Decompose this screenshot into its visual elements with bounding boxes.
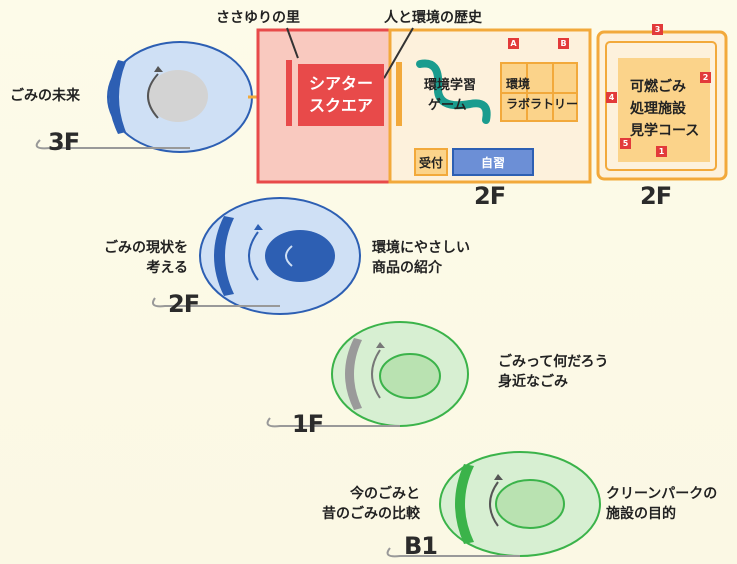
level2-right-text: 環境にやさしい 商品の紹介 xyxy=(372,238,470,278)
floor3-label: 3F xyxy=(48,128,80,156)
reception-room[interactable]: 受付 xyxy=(414,148,448,176)
environment-lab-room[interactable]: 環境 ラボラトリー xyxy=(500,62,578,122)
level2-right-line2: 商品の紹介 xyxy=(372,260,442,276)
floor1-inner-ellipse xyxy=(379,353,441,399)
level2-left-text: ごみの現状を 考える xyxy=(104,238,188,278)
levelb1-right-line2: 施設の目的 xyxy=(606,506,676,522)
theater-line1: シアター xyxy=(308,74,373,93)
theater-line2: スクエア xyxy=(308,96,373,115)
label-hito-kankyo: 人と環境の歴史 xyxy=(384,10,482,26)
level1-floor-label: 1F xyxy=(292,410,324,438)
game-wave xyxy=(416,59,491,124)
floor3-blue-arc xyxy=(109,60,126,134)
level2-right-line1: 環境にやさしい xyxy=(372,240,470,256)
levelb1-left-line1: 今のごみと xyxy=(350,486,420,502)
game-area-label: 環境学習 ゲーム xyxy=(424,76,476,116)
level1-line1: ごみって何だろう xyxy=(498,354,609,370)
marker-a: A xyxy=(508,38,519,49)
theater-square-room[interactable]: シアター スクエア xyxy=(298,64,384,126)
game-line2: ゲーム xyxy=(428,98,467,113)
floor2b-label: 2F xyxy=(640,182,672,210)
tour-course-area[interactable]: 可燃ごみ 処理施設 見学コース xyxy=(618,58,710,162)
marker-5: 5 xyxy=(620,138,631,149)
marker-b: B xyxy=(558,38,569,49)
level2-left-line1: ごみの現状を xyxy=(104,240,188,256)
label-gomi-mirai: ごみの未来 xyxy=(10,88,80,104)
game-line1: 環境学習 xyxy=(424,78,477,93)
center-room[interactable]: 自習 xyxy=(452,148,534,176)
tour-line3: 見学コース xyxy=(630,123,700,139)
level1-text: ごみって何だろう 身近なごみ xyxy=(498,352,608,392)
levelb1-left-text: 今のごみと 昔のごみの比較 xyxy=(322,484,420,524)
floor3-inner-ellipse xyxy=(148,70,208,122)
level2-floor-label: 2F xyxy=(168,290,200,318)
levelb1-floor-label: B1 xyxy=(404,532,438,560)
floorb1-inner-ellipse xyxy=(495,479,565,529)
levelb1-right-text: クリーンパークの 施設の目的 xyxy=(606,484,717,524)
marker-1: 1 xyxy=(656,146,667,157)
floor2a-label: 2F xyxy=(474,182,506,210)
marker-4: 4 xyxy=(606,92,617,103)
floor3-arrow xyxy=(147,73,159,119)
floor2-inner-ellipse xyxy=(265,230,335,282)
level1-line2: 身近なごみ xyxy=(498,374,568,390)
lab-line2: ラボラトリー xyxy=(506,97,579,111)
tour-line1: 可燃ごみ xyxy=(630,79,686,95)
levelb1-left-line2: 昔のごみの比較 xyxy=(322,506,420,522)
levelb1-right-line1: クリーンパークの xyxy=(606,486,718,502)
tour-line2: 処理施設 xyxy=(630,101,686,117)
lab-line1: 環境 xyxy=(506,77,531,91)
marker-3: 3 xyxy=(652,24,663,35)
marker-2: 2 xyxy=(700,72,711,83)
level2-left-line2: 考える xyxy=(146,260,188,276)
label-sasayuri: ささゆりの里 xyxy=(216,10,300,26)
